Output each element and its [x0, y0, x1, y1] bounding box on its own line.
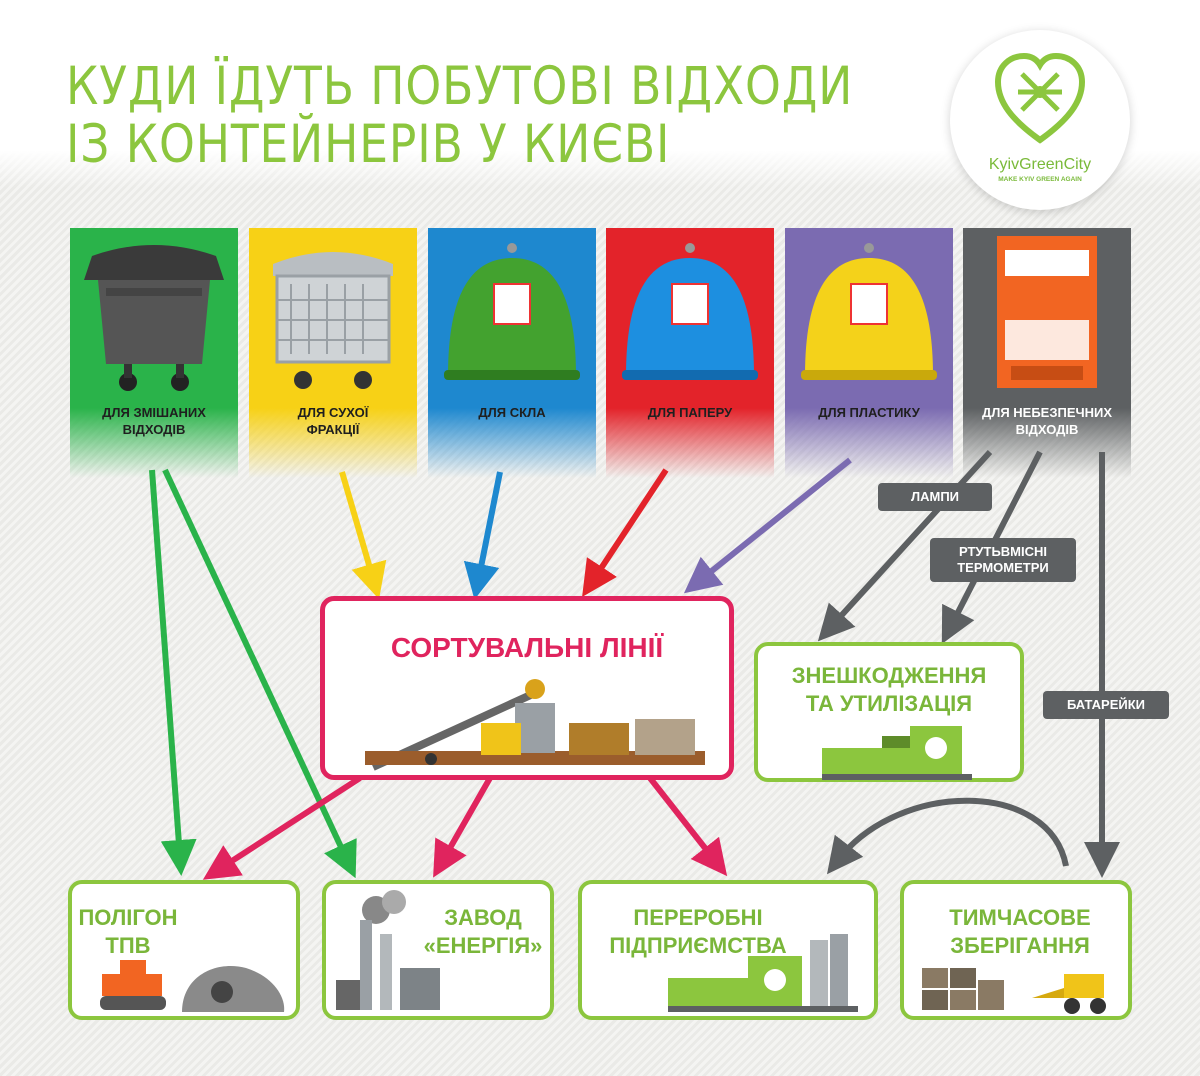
processing-title: ПЕРЕРОБНІ ПІДПРИЄМСТВА	[598, 904, 798, 960]
arrow-sorting-to-processing	[647, 776, 728, 877]
title-line-1: КУДИ ЇДУТЬ ПОБУТОВІ ВІДХОДИ	[66, 56, 854, 117]
plant-title: ЗАВОД «ЕНЕРГІЯ»	[418, 904, 548, 960]
tag-thermometers: РТУТЬВМІСНІ ТЕРМОМЕТРИ	[930, 538, 1076, 582]
label-glass-line1: ДЛЯ СКЛА	[478, 405, 546, 420]
heart-bow-icon	[994, 52, 1086, 144]
page-title: КУДИ ЇДУТЬ ПОБУТОВІ ВІДХОДИ ІЗ КОНТЕЙНЕР…	[66, 58, 853, 174]
column-mixed-waste: ДЛЯ ЗМІШАНИХ ВІДХОДІВ	[70, 228, 238, 478]
energy-plant-box: ЗАВОД «ЕНЕРГІЯ»	[322, 880, 554, 1020]
kyivgreencity-logo: KyivGreenCity MAKE KYIV GREEN AGAIN	[950, 30, 1130, 210]
storage-title: ТИМЧАСОВЕ ЗБЕРІГАННЯ	[912, 904, 1128, 960]
arrow-plastic-to-sorting	[683, 457, 852, 594]
label-dry-fraction-line2: ФРАКЦІЇ	[306, 422, 360, 437]
landfill-line1: ПОЛІГОН	[78, 905, 178, 930]
disposal-box: ЗНЕШКОДЖЕННЯ ТА УТИЛІЗАЦІЯ	[754, 642, 1024, 782]
mixed-waste-bin-icon	[84, 245, 224, 391]
plastic-dome-bin-icon	[801, 243, 937, 380]
label-mixed-waste-line2: ВІДХОДІВ	[122, 422, 186, 437]
label-plastic: ДЛЯ ПЛАСТИКУ	[785, 404, 953, 421]
arrow-sorting-to-plant	[433, 776, 493, 878]
column-paper: ДЛЯ ПАПЕРУ	[606, 228, 774, 478]
label-paper-line1: ДЛЯ ПАПЕРУ	[647, 405, 733, 420]
plant-line2: «ЕНЕРГІЯ»	[423, 933, 543, 958]
landfill-bulldozer-icon	[100, 960, 285, 1012]
landfill-line2: ТПВ	[105, 933, 151, 958]
storage-line1: ТИМЧАСОВЕ	[949, 905, 1091, 930]
label-hazardous-line1: ДЛЯ НЕБЕЗПЕЧНИХ	[981, 405, 1113, 420]
label-hazardous-line2: ВІДХОДІВ	[1015, 422, 1079, 437]
hazardous-waste-box-icon	[997, 236, 1097, 388]
label-plastic-line1: ДЛЯ ПЛАСТИКУ	[818, 405, 920, 420]
title-line-2: ІЗ КОНТЕЙНЕРІВ У КИЄВІ	[66, 114, 671, 175]
arrow-mixed-to-plant	[162, 468, 357, 879]
storage-box: ТИМЧАСОВЕ ЗБЕРІГАННЯ	[900, 880, 1132, 1020]
storage-line2: ЗБЕРІГАННЯ	[950, 933, 1090, 958]
label-dry-fraction-line1: ДЛЯ СУХОЇ	[297, 405, 369, 420]
processing-plant-icon	[668, 934, 858, 1012]
arrow-lamps-to-disposal	[817, 449, 993, 642]
logo-tagline: MAKE KYIV GREEN AGAIN	[998, 176, 1082, 183]
tag-batteries-text: БАТАРЕЙКИ	[1066, 697, 1146, 712]
label-mixed-waste-line1: ДЛЯ ЗМІШАНИХ	[102, 405, 206, 420]
column-hazardous: ДЛЯ НЕБЕЗПЕЧНИХ ВІДХОДІВ	[963, 228, 1131, 478]
label-dry-fraction: ДЛЯ СУХОЇ ФРАКЦІЇ	[249, 404, 417, 438]
tag-thermometers-line1: РТУТЬВМІСНІ	[958, 544, 1048, 559]
landfill-title: ПОЛІГОН ТПВ	[78, 904, 178, 960]
glass-dome-bin-icon	[444, 243, 580, 380]
conveyor-sorting-line-icon	[365, 679, 705, 771]
plant-line1: ЗАВОД	[444, 905, 522, 930]
label-paper: ДЛЯ ПАПЕРУ	[606, 404, 774, 421]
column-plastic: ДЛЯ ПЛАСТИКУ	[785, 228, 953, 478]
sorting-lines-title: СОРТУВАЛЬНІ ЛІНІЇ	[390, 632, 664, 663]
label-glass: ДЛЯ СКЛА	[428, 404, 596, 421]
processing-line1: ПЕРЕРОБНІ	[633, 905, 763, 930]
label-mixed-waste: ДЛЯ ЗМІШАНИХ ВІДХОДІВ	[70, 404, 238, 438]
arrow-mixed-to-landfill	[149, 469, 197, 876]
sorting-lines-box: СОРТУВАЛЬНІ ЛІНІЇ	[320, 596, 734, 780]
arrow-glass-to-sorting	[463, 471, 503, 600]
processing-line2: ПІДПРИЄМСТВА	[609, 933, 787, 958]
arrow-storage-to-processing	[826, 797, 1069, 875]
label-hazardous: ДЛЯ НЕБЕЗПЕЧНИХ ВІДХОДІВ	[963, 404, 1131, 438]
tag-lamps: ЛАМПИ	[878, 483, 992, 511]
disposal-line1: ЗНЕШКОДЖЕННЯ	[791, 663, 987, 688]
logo-name: KyivGreenCity	[988, 156, 1092, 173]
tag-lamps-text: ЛАМПИ	[910, 489, 960, 504]
recycling-facility-icon	[822, 726, 972, 780]
incineration-plant-icon	[336, 890, 440, 1010]
landfill-box: ПОЛІГОН ТПВ	[68, 880, 300, 1020]
dry-fraction-cage-bin-icon	[273, 252, 393, 389]
tag-thermometers-line2: ТЕРМОМЕТРИ	[957, 560, 1049, 575]
column-glass: ДЛЯ СКЛА	[428, 228, 596, 478]
arrow-paper-to-sorting	[582, 468, 669, 598]
arrow-sorting-to-landfill	[202, 775, 362, 880]
arrow-dry-to-sorting	[339, 471, 387, 600]
processing-box: ПЕРЕРОБНІ ПІДПРИЄМСТВА	[578, 880, 878, 1020]
storage-loader-icon	[922, 968, 1106, 1014]
disposal-title: ЗНЕШКОДЖЕННЯ ТА УТИЛІЗАЦІЯ	[758, 662, 1020, 718]
column-dry-fraction: ДЛЯ СУХОЇ ФРАКЦІЇ	[249, 228, 417, 478]
paper-dome-bin-icon	[622, 243, 758, 380]
tag-batteries: БАТАРЕЙКИ	[1043, 691, 1169, 719]
disposal-line2: ТА УТИЛІЗАЦІЯ	[805, 691, 973, 716]
